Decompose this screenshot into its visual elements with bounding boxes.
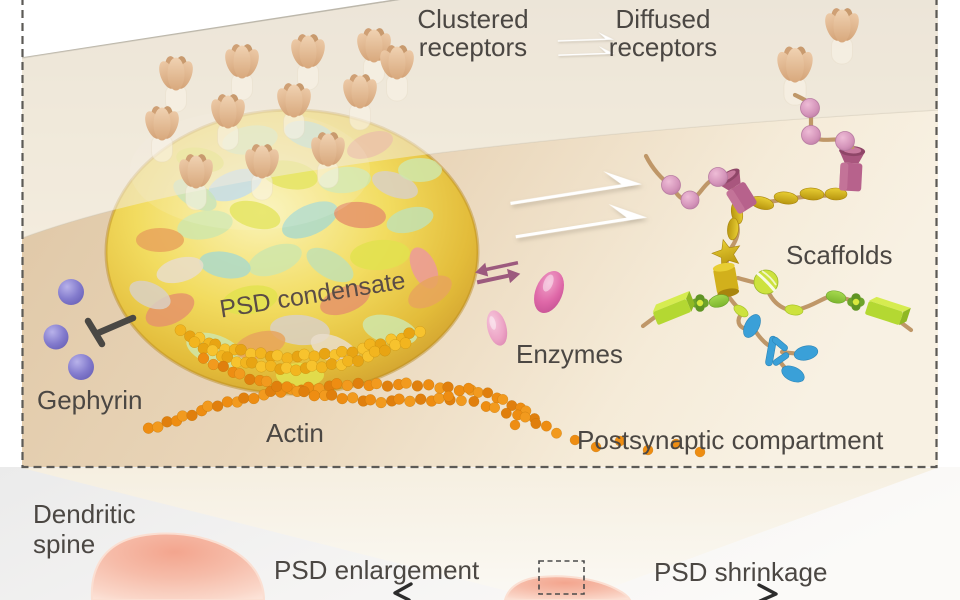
dendritic-spine-blob-left (90, 532, 266, 600)
inhibition-icon (84, 314, 137, 348)
membrane-top-edge (21, 0, 401, 59)
enlargement-arrow-icon (393, 582, 413, 600)
actin-filament-icon (142, 352, 706, 458)
scaffold-complex-icon (640, 92, 914, 383)
postsynaptic-compartment-border (21, 0, 938, 469)
zoom-target-box (538, 560, 585, 595)
enzyme-icon (486, 270, 564, 346)
enzyme-exchange-arrow-icon (475, 261, 521, 285)
zoom-beam (22, 468, 937, 600)
shrinkage-arrow-icon (757, 583, 778, 600)
dendritic-spine-blob-middle (503, 575, 632, 600)
gephyrin-molecule-icon (43, 279, 94, 380)
actin-gold-rim-icon (174, 324, 426, 377)
